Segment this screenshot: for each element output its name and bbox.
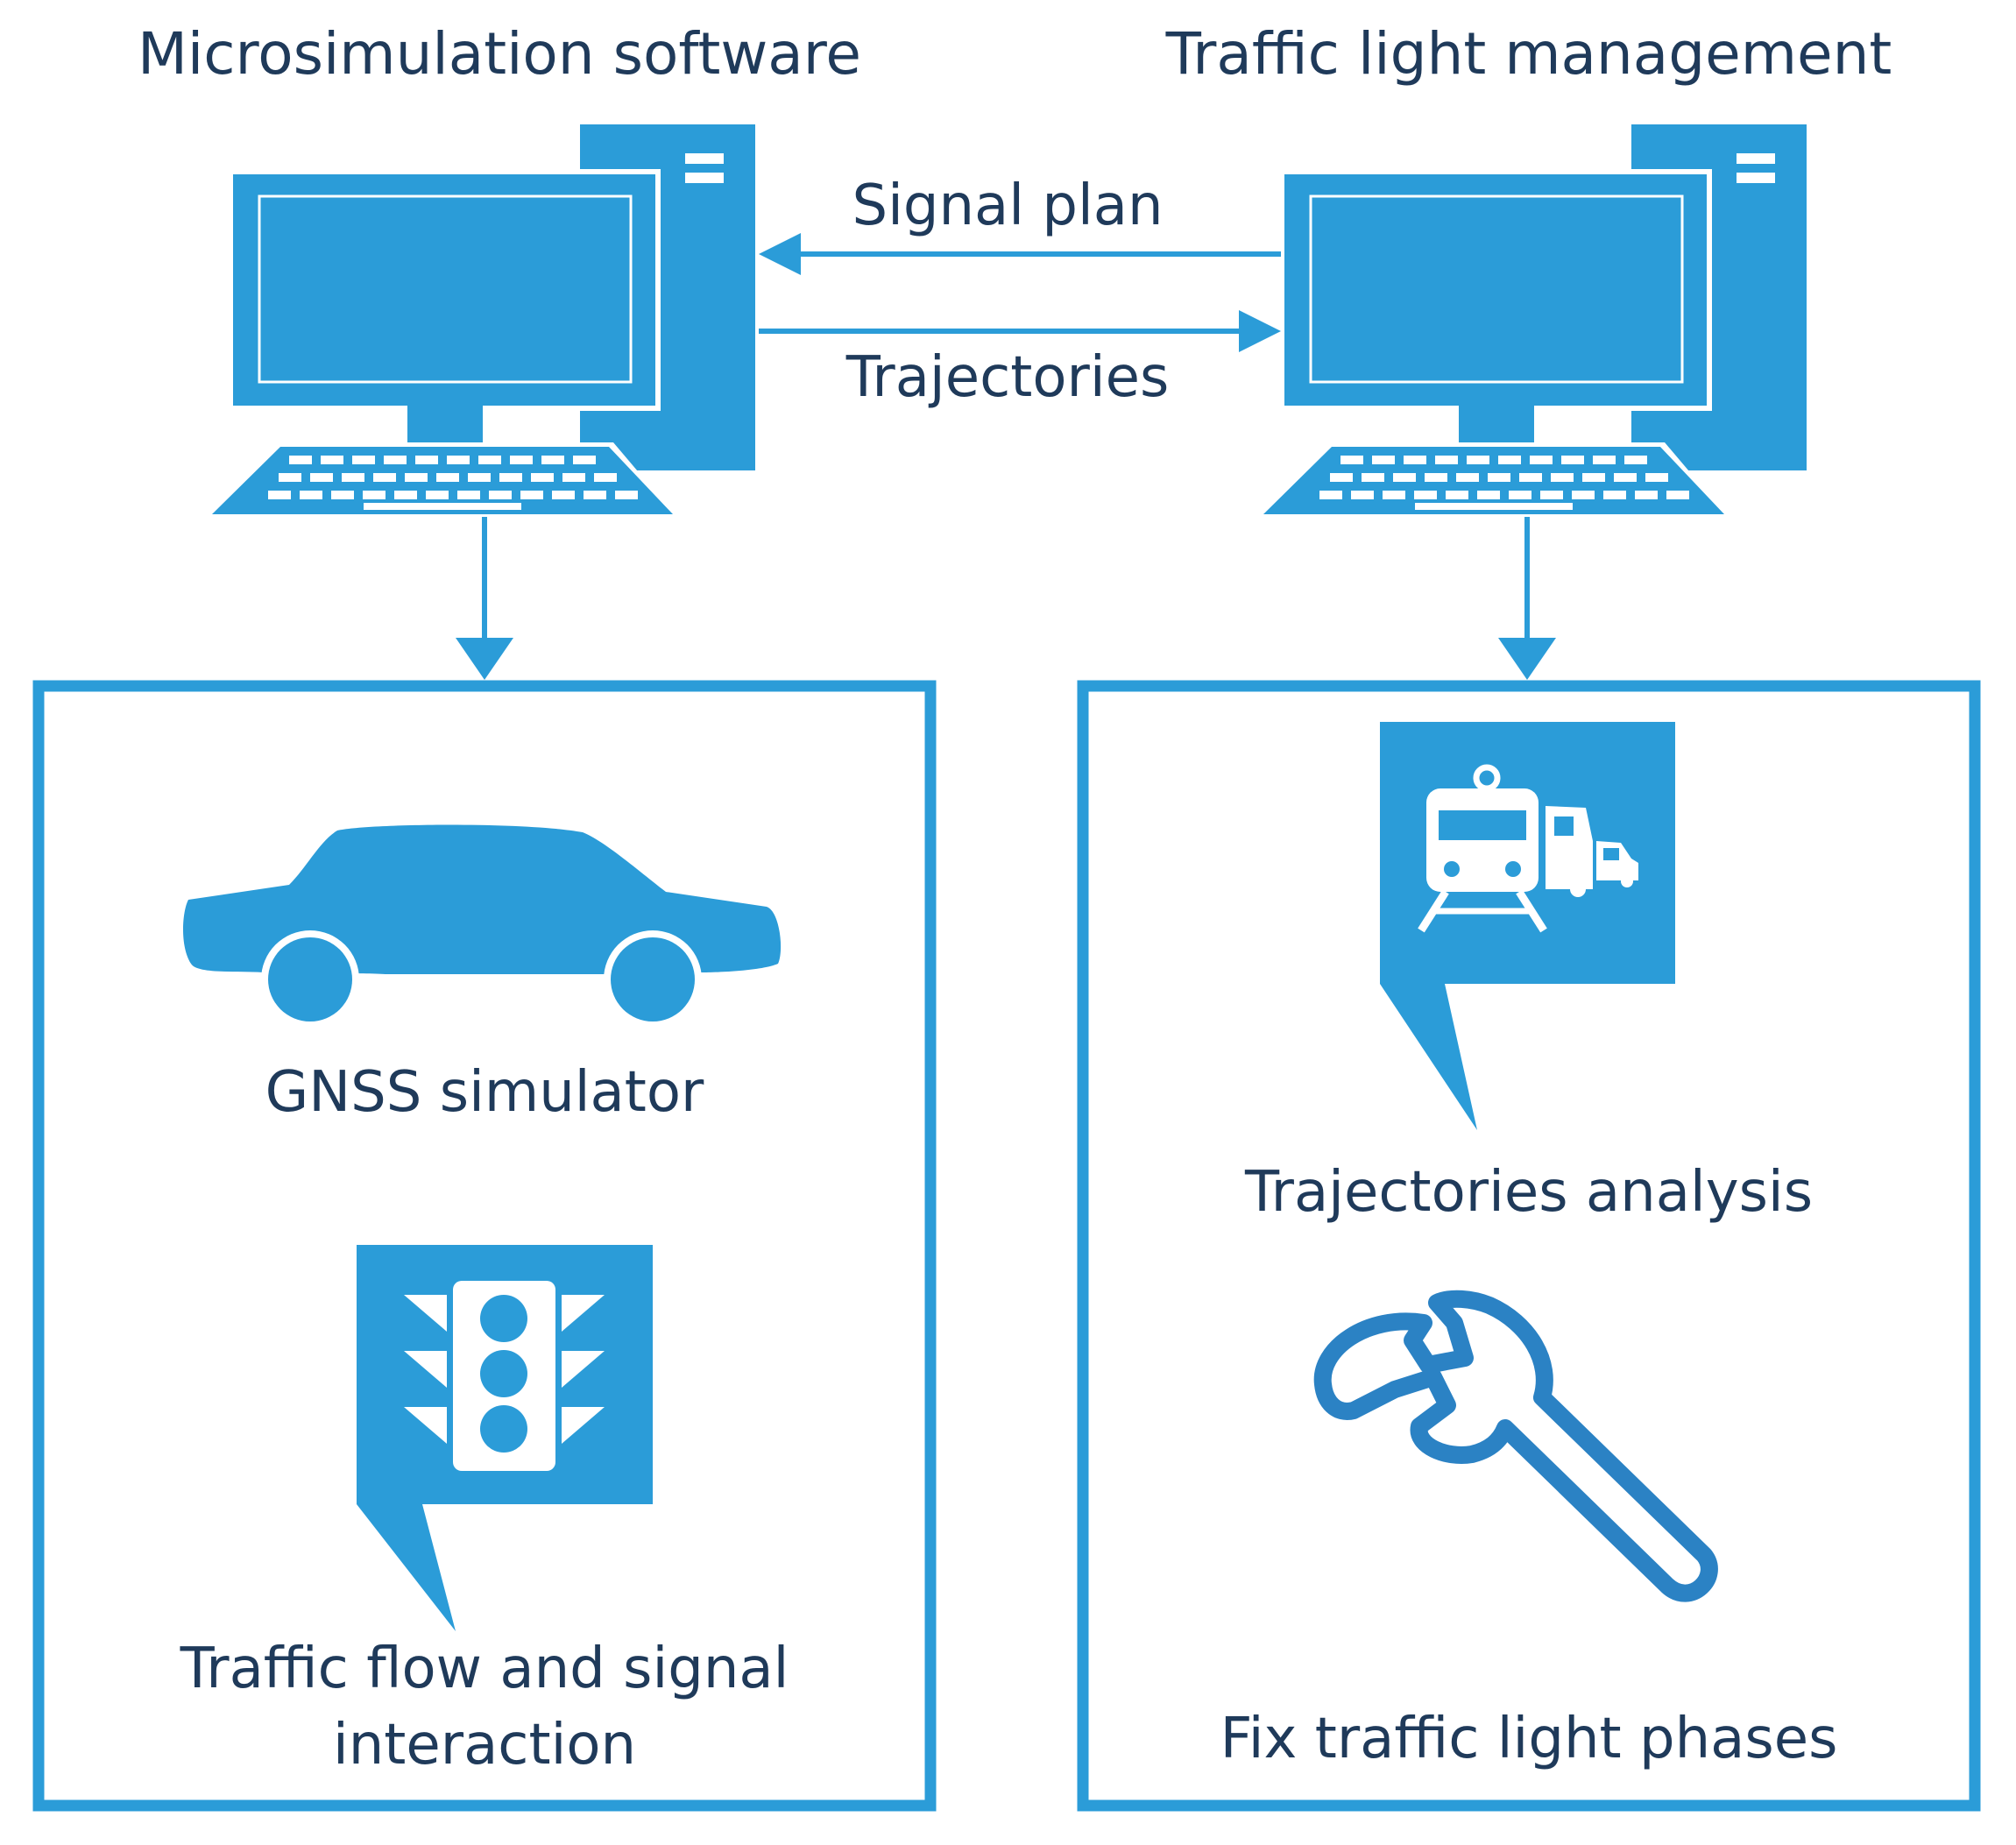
gnss-simulator-label: GNSS simulator [265, 1060, 704, 1125]
right-tower-slot [1737, 173, 1775, 183]
left-tower-slot [685, 153, 724, 164]
wrench-icon [1313, 1290, 1718, 1602]
right-monitor-stand [1459, 406, 1534, 444]
trajectories-analysis-label: Trajectories analysis [1244, 1160, 1814, 1225]
left-down-arrow [456, 517, 513, 680]
right-down-arrow [1498, 517, 1556, 680]
right-tower-slot [1737, 153, 1775, 164]
right-computer-icon [1260, 124, 1807, 517]
right-box [1077, 680, 1981, 1812]
traffic-light-icon [357, 1245, 653, 1631]
left-title: Microsimulation software [137, 20, 862, 88]
signal-plan-label: Signal plan [852, 173, 1164, 238]
left-tower-slot [685, 173, 724, 183]
traffic-flow-label-line2: interaction [332, 1713, 637, 1778]
transport-icon [1380, 722, 1675, 1130]
left-monitor-stand [407, 406, 483, 444]
right-monitor [1284, 174, 1707, 406]
left-monitor [233, 174, 655, 406]
right-keyboard-keys [1319, 456, 1689, 510]
left-keyboard-keys [268, 456, 638, 510]
signal-plan-arrow [759, 233, 1281, 275]
left-monitor-screen [258, 194, 633, 384]
trajectories-label: Trajectories [845, 345, 1170, 410]
left-box [32, 680, 937, 1812]
traffic-flow-label-line1: Traffic flow and signal [180, 1636, 789, 1701]
fix-traffic-light-phases-label: Fix traffic light phases [1220, 1707, 1838, 1771]
car-icon [183, 824, 782, 1029]
right-monitor-screen [1309, 194, 1684, 384]
left-computer-icon [209, 124, 755, 517]
right-title: Traffic light management [1165, 20, 1892, 88]
trajectories-arrow [759, 310, 1281, 352]
